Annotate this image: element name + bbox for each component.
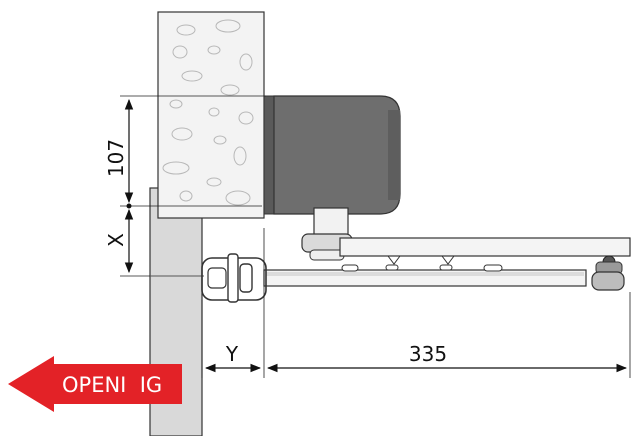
stone-wall (157, 11, 265, 219)
dimension-x-label: X (104, 233, 128, 247)
upper-arm (339, 237, 631, 291)
sliding-arm (263, 255, 587, 287)
dimension-335-label: 335 (409, 342, 447, 366)
gate-bracket (150, 253, 267, 303)
dimension-x: X (104, 208, 150, 277)
dimension-y-label: Y (225, 342, 239, 366)
opening-arrow-label: OPENI IG (62, 373, 162, 397)
opening-direction-arrow: OPENI IG (8, 356, 182, 412)
motor-unit (263, 95, 401, 261)
dimension-horizontal: Y 335 (201, 228, 631, 378)
dimension-107: 107 (104, 95, 266, 209)
dimension-107-label: 107 (104, 139, 128, 177)
